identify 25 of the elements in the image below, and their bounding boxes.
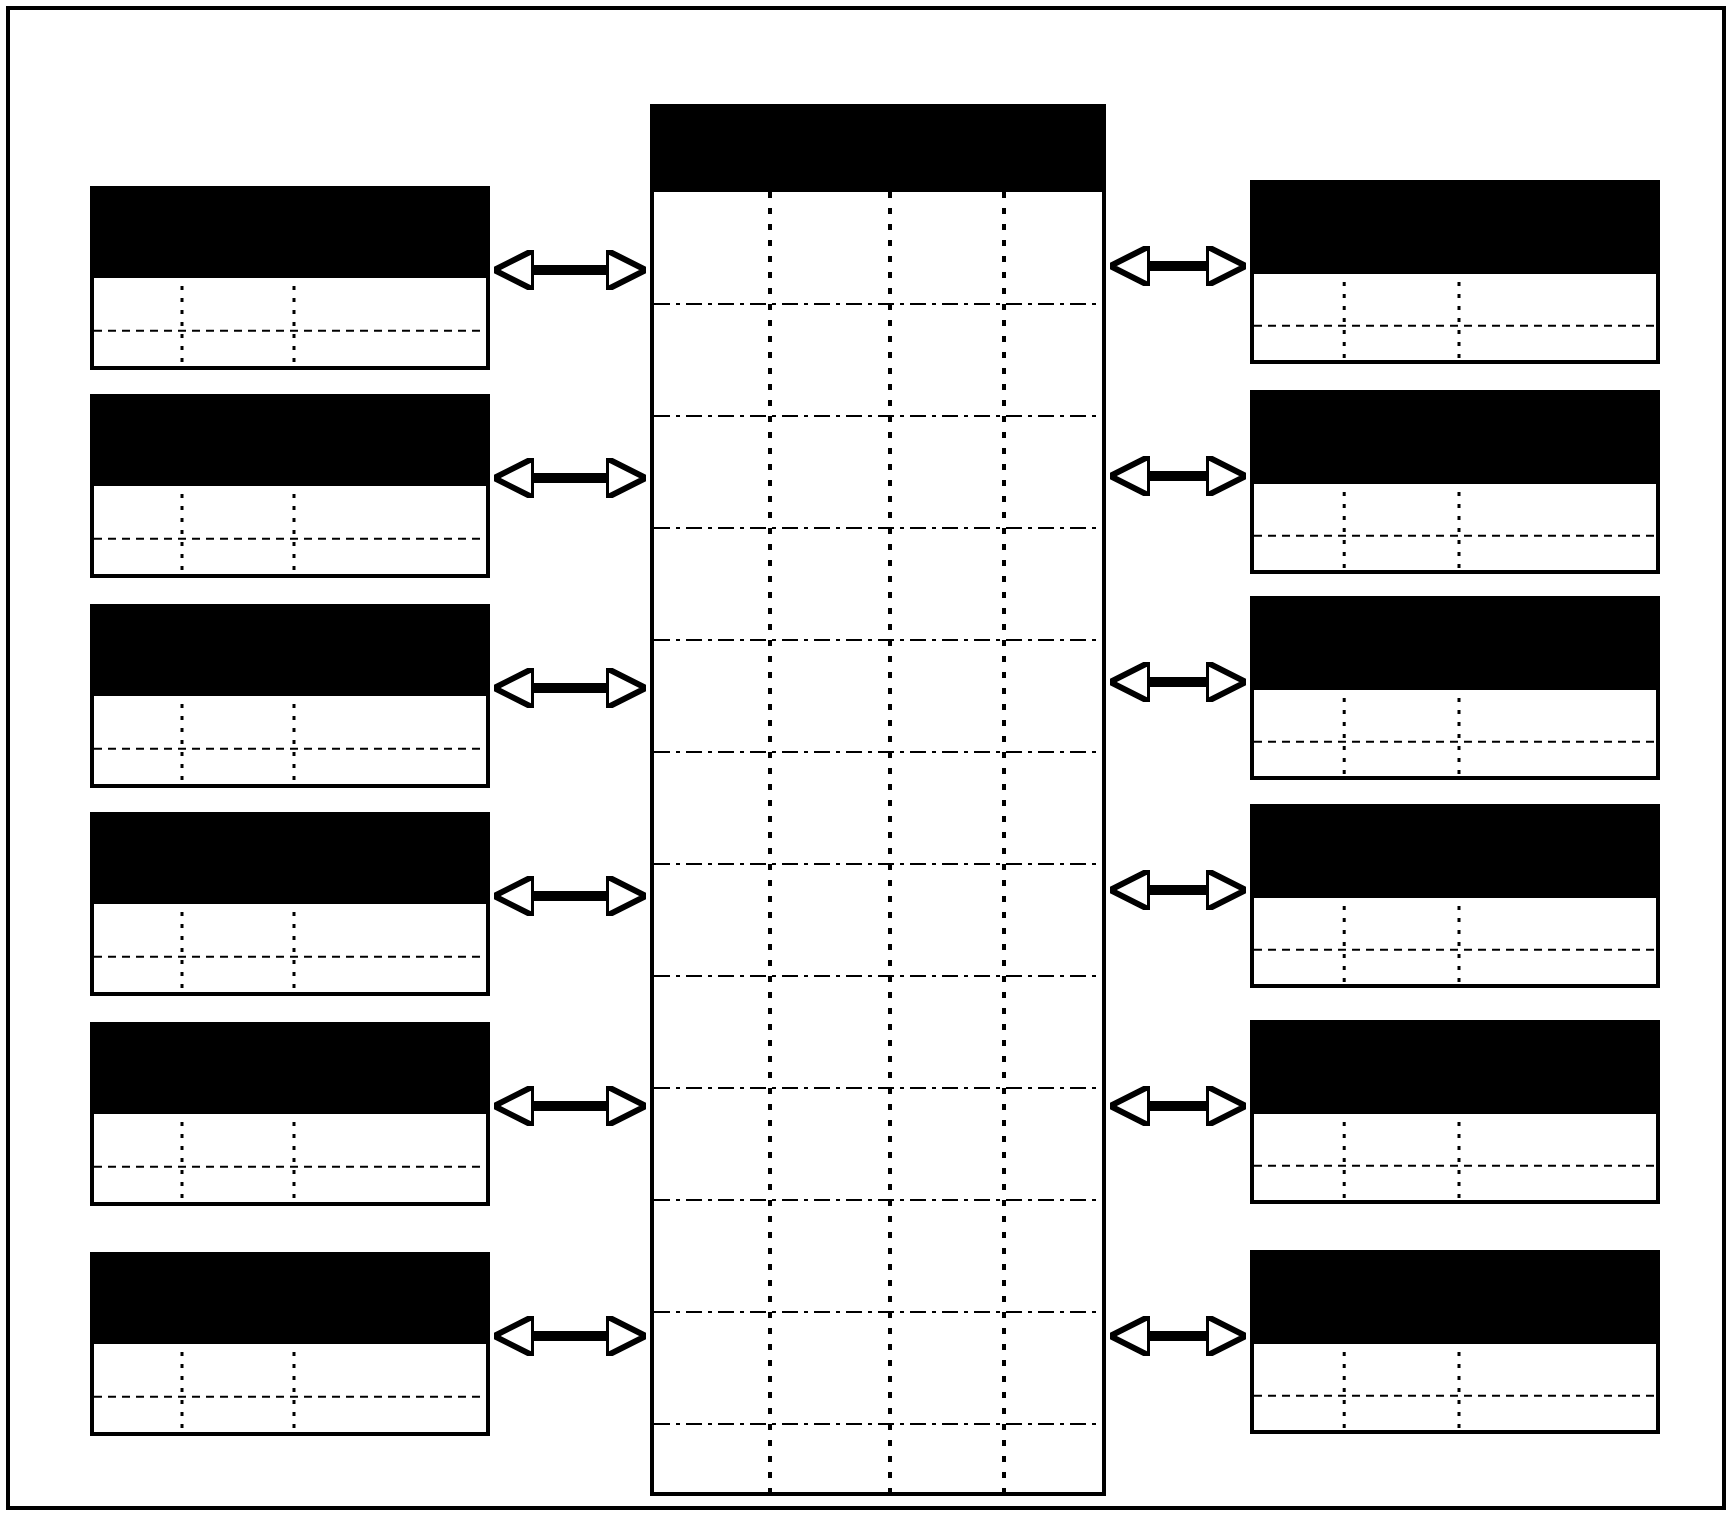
double-arrow <box>1107 659 1249 705</box>
double-arrow <box>1107 1313 1249 1359</box>
table-box <box>90 1022 490 1206</box>
double-arrow <box>1107 867 1249 913</box>
table-box <box>1250 1250 1660 1434</box>
table-box <box>1250 390 1660 574</box>
table-box <box>650 104 1106 1496</box>
table-box <box>1250 180 1660 364</box>
double-arrow <box>491 247 649 293</box>
double-arrow <box>491 665 649 711</box>
table-box <box>1250 804 1660 988</box>
table-box <box>1250 1020 1660 1204</box>
double-arrow <box>1107 1083 1249 1129</box>
double-arrow <box>1107 453 1249 499</box>
table-box <box>90 604 490 788</box>
double-arrow <box>491 1083 649 1129</box>
double-arrow <box>491 1313 649 1359</box>
table-box <box>90 186 490 370</box>
table-box <box>90 812 490 996</box>
table-box <box>90 1252 490 1436</box>
double-arrow <box>491 873 649 919</box>
double-arrow <box>1107 243 1249 289</box>
double-arrow <box>491 455 649 501</box>
table-box <box>1250 596 1660 780</box>
table-box <box>90 394 490 578</box>
